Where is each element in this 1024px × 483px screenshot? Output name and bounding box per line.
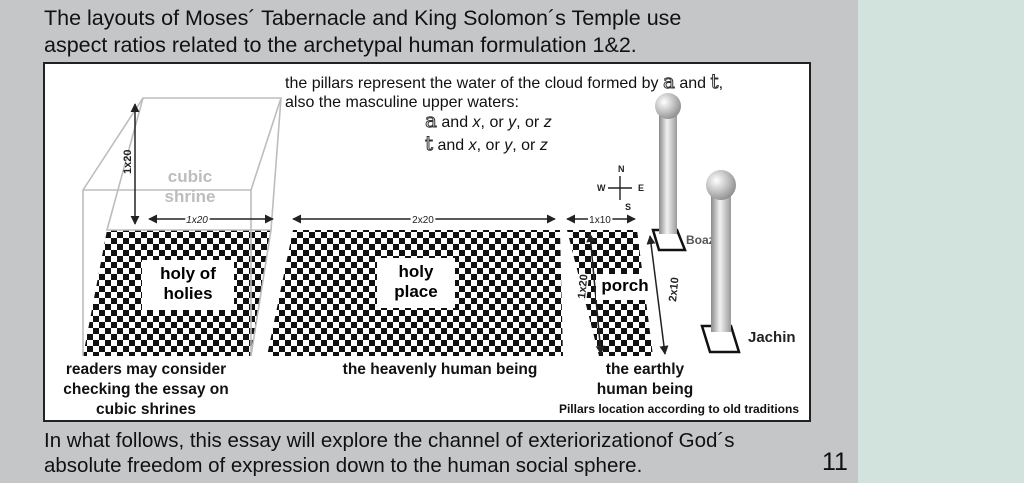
porch-left-dim: 1x20 [576, 274, 590, 300]
var-x: x [472, 114, 481, 131]
compass-west: W [597, 183, 606, 193]
compass-south: S [625, 202, 631, 212]
footer-line-1: In what follows, this essay will explore… [44, 429, 735, 452]
holy-of-holies-label-box [142, 260, 234, 310]
slide-heading: The layouts of Moses´ Tabernacle and Kin… [44, 5, 844, 59]
var-y: y [508, 114, 517, 131]
earthly-human-line-1: the earthly [605, 361, 685, 378]
letter-a-glyph-2: a [425, 108, 438, 132]
temple-layout-diagram: 1x20 1x20 2x20 1x10 1x20 2x10 cubic shri… [82, 93, 796, 357]
holy-place-line-2: place [394, 282, 438, 301]
readers-note: readers may consider checking the essay … [49, 360, 243, 420]
var-x: x [468, 137, 477, 154]
page-number: 11 [822, 448, 848, 476]
heading-line-2: aspect ratios related to the archetypal … [44, 33, 637, 57]
compass-rose [608, 176, 632, 200]
shrine-height-dim: 1x20 [122, 150, 134, 174]
letter-t-glyph-2: t [424, 131, 434, 155]
readers-note-line-1: readers may consider [65, 361, 227, 378]
caption-and: and [679, 75, 707, 92]
shrine-label-line-1: cubic [168, 167, 212, 186]
caption-line-1-text: the pillars represent the water of the c… [285, 75, 659, 92]
caption-comma: , [718, 75, 724, 92]
earthly-human-line-2: human being [596, 381, 694, 398]
shrine-width-dim: 1x20 [186, 215, 208, 226]
porch-label-box [596, 274, 654, 300]
holy-place-width-dim: 2x20 [412, 215, 434, 226]
or-word: or [521, 137, 536, 154]
heading-line-1: The layouts of Moses´ Tabernacle and Kin… [44, 6, 682, 30]
jachin-label: Jachin [748, 329, 796, 346]
compass-east: E [638, 183, 644, 193]
dimension-lines [130, 103, 669, 355]
porch-width-dim: 1x10 [589, 215, 611, 226]
earthly-human-label: the earthly human being [585, 360, 705, 400]
letter-t-glyph: t [710, 69, 719, 93]
holy-of-holies-line-1: holy of [160, 264, 216, 283]
variable-line-a: a and x, or y, or z [425, 108, 552, 132]
holy-of-holies-line-2: holies [163, 284, 213, 303]
or-word: or [485, 137, 500, 154]
footer-line-2: absolute freedom of expression down to t… [44, 454, 643, 477]
and-word: and [441, 114, 469, 131]
variable-line-t: t and x, or y, or z [424, 131, 548, 155]
holy-place-line-1: holy [398, 262, 434, 281]
side-panel [858, 0, 1024, 483]
or-word: or [525, 114, 540, 131]
or-word: or [489, 114, 504, 131]
pillars-location-note: Pillars location according to old tradit… [558, 402, 799, 416]
holy-place-label: holy place [377, 262, 455, 302]
letter-a-glyph: a [662, 69, 675, 93]
slide: The layouts of Moses´ Tabernacle and Kin… [43, 5, 848, 478]
porch-right-dim: 2x10 [667, 277, 681, 303]
variable-lines: a and x, or y, or z t and x, or y, or z [424, 108, 552, 156]
area-divider [563, 229, 582, 357]
shrine-label-line-2: shrine [164, 187, 215, 206]
var-z: z [539, 137, 548, 154]
pillars-caption: the pillars represent the water of the c… [285, 69, 724, 112]
jachin-pillar [700, 170, 741, 354]
boaz-pillar [651, 93, 687, 252]
and-word: and [437, 137, 465, 154]
var-y: y [504, 137, 513, 154]
holy-place-label-box [377, 258, 455, 308]
readers-note-line-3: cubic shrines [96, 401, 196, 418]
var-z: z [543, 114, 552, 131]
heavenly-human-label: the heavenly human being [342, 361, 538, 378]
boaz-label: Boaz [686, 233, 715, 247]
diagram-panel: 1x20 1x20 2x20 1x10 1x20 2x10 cubic shri… [43, 62, 811, 422]
compass-north: N [618, 164, 625, 174]
readers-note-line-2: checking the essay on [63, 381, 229, 398]
slide-footer: In what follows, this essay will explore… [44, 428, 834, 478]
porch-label: porch [601, 276, 649, 295]
holy-of-holies-label: holy of holies [142, 264, 234, 304]
caption-line-2: also the masculine upper waters: [285, 94, 519, 111]
